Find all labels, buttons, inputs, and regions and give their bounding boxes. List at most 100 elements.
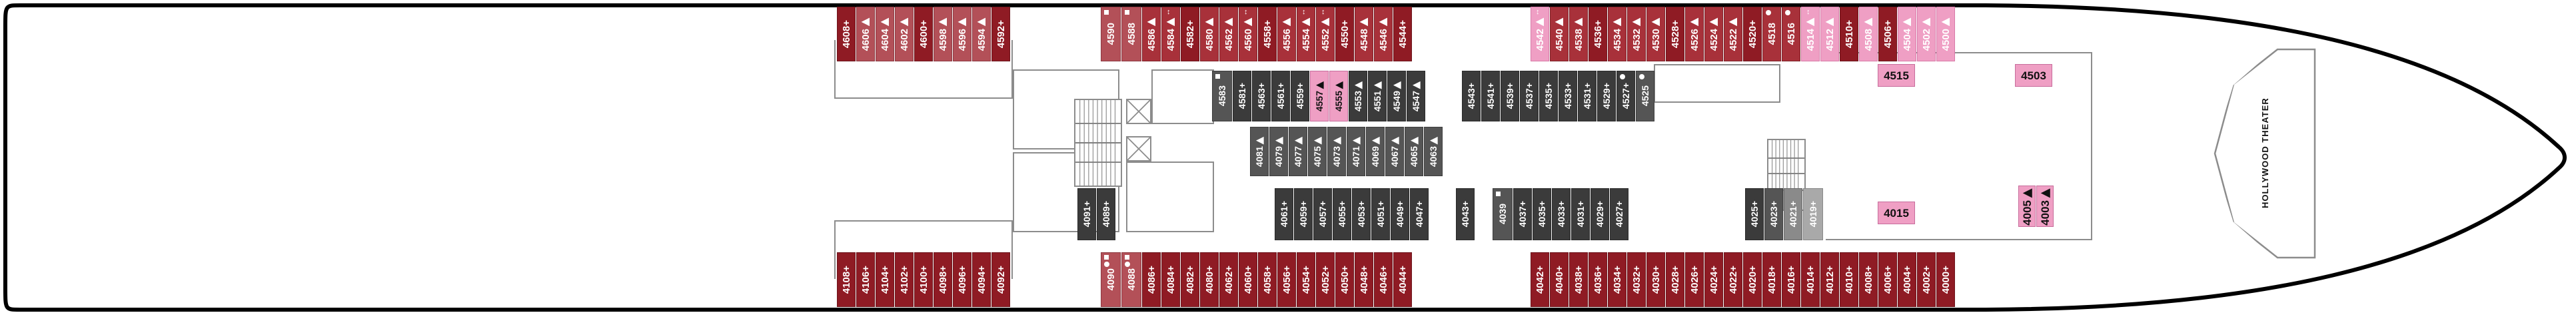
cabin-cell[interactable]: 4061+	[1275, 188, 1293, 240]
cabin-cell[interactable]: 4518	[1762, 7, 1781, 61]
cabin-cell[interactable]: 4005▶	[2018, 186, 2036, 227]
cabin-cell[interactable]: 4522▶	[1724, 7, 1742, 61]
cabin-cell[interactable]: 4550+	[1335, 7, 1354, 61]
cabin-cell[interactable]: 4077▶	[1289, 127, 1307, 176]
hollywood-theater[interactable]	[2212, 47, 2317, 260]
cabin-cell[interactable]: 4090	[1101, 252, 1121, 307]
cabin-cell[interactable]: 4530▶	[1646, 7, 1665, 61]
cabin-cell[interactable]: 4014+	[1801, 252, 1820, 307]
cabin-cell[interactable]: 4057+	[1313, 188, 1332, 240]
cabin-cell[interactable]: 4526▶	[1685, 7, 1704, 61]
cabin-cell[interactable]: 4079▶	[1269, 127, 1288, 176]
cabin-cell[interactable]: 4528+	[1666, 7, 1684, 61]
cabin-cell[interactable]: 4532▶	[1627, 7, 1646, 61]
cabin-cell[interactable]: 4600+	[914, 7, 933, 61]
cabin-cell[interactable]: 4106+	[856, 252, 875, 307]
cabin-cell[interactable]: 4537+	[1520, 71, 1539, 121]
cabin-cell[interactable]: 4003▶	[2036, 186, 2054, 227]
cabin-cell[interactable]: 4092+	[991, 252, 1010, 307]
cabin-cell[interactable]: ↕4560▶	[1239, 7, 1257, 61]
cabin-cell[interactable]: 4020+	[1743, 252, 1762, 307]
cabin-cell[interactable]: 4536+	[1589, 7, 1607, 61]
cabin-cell[interactable]: 4590	[1101, 7, 1121, 61]
cabin-cell[interactable]: 4088	[1121, 252, 1141, 307]
cabin-cell[interactable]: 4016+	[1782, 252, 1800, 307]
cabin-cell[interactable]: 4094+	[972, 252, 991, 307]
cabin-cell[interactable]: 4557▶	[1310, 71, 1329, 121]
cabin-cell[interactable]: 4067▶	[1385, 127, 1404, 176]
cabin-cell[interactable]: 4503	[2015, 64, 2052, 87]
cabin-cell[interactable]: 4052+	[1316, 252, 1335, 307]
cabin-cell[interactable]: 4500▶	[1936, 7, 1955, 61]
cabin-cell[interactable]: 4582+	[1181, 7, 1199, 61]
cabin-cell[interactable]: 4548▶	[1355, 7, 1373, 61]
cabin-cell[interactable]: 4018+	[1762, 252, 1781, 307]
cabin-cell[interactable]: 4096+	[953, 252, 971, 307]
cabin-cell[interactable]: 4608+	[837, 7, 856, 61]
cabin-cell[interactable]: 4043+	[1456, 188, 1475, 240]
cabin-cell[interactable]: 4082+	[1181, 252, 1199, 307]
cabin-cell[interactable]: 4071▶	[1347, 127, 1365, 176]
cabin-cell[interactable]: 4547▶	[1407, 71, 1425, 121]
cabin-cell[interactable]: 4531+	[1578, 71, 1597, 121]
cabin-cell[interactable]: 4594▶	[972, 7, 991, 61]
cabin-cell[interactable]: ↕4554▶	[1297, 7, 1315, 61]
cabin-cell[interactable]: 4100+	[914, 252, 933, 307]
cabin-cell[interactable]: 4063▶	[1424, 127, 1443, 176]
cabin-cell[interactable]: ↕4514▶	[1801, 7, 1820, 61]
cabin-cell[interactable]: 4504▶	[1898, 7, 1916, 61]
cabin-cell[interactable]: 4524▶	[1704, 7, 1723, 61]
cabin-cell[interactable]: 4508▶	[1859, 7, 1878, 61]
cabin-cell[interactable]: 4032+	[1627, 252, 1646, 307]
cabin-cell[interactable]: 4023+	[1764, 188, 1783, 240]
cabin-cell[interactable]: 4050+	[1335, 252, 1354, 307]
cabin-cell[interactable]: 4596▶	[953, 7, 971, 61]
cabin-cell[interactable]: 4598▶	[934, 7, 952, 61]
cabin-cell[interactable]: 4006+	[1878, 252, 1897, 307]
cabin-cell[interactable]: 4025+	[1745, 188, 1764, 240]
cabin-cell[interactable]: 4539+	[1501, 71, 1519, 121]
cabin-cell[interactable]: 4604▶	[876, 7, 894, 61]
cabin-cell[interactable]: 4081▶	[1250, 127, 1269, 176]
cabin-cell[interactable]: 4510+	[1840, 7, 1858, 61]
cabin-cell[interactable]: 4062+	[1219, 252, 1238, 307]
cabin-cell[interactable]: 4102+	[895, 252, 914, 307]
cabin-cell[interactable]: 4563+	[1252, 71, 1271, 121]
cabin-cell[interactable]: 4056+	[1277, 252, 1296, 307]
cabin-cell[interactable]: 4035+	[1533, 188, 1551, 240]
cabin-cell[interactable]: 4606▶	[856, 7, 875, 61]
cabin-cell[interactable]: 4058+	[1258, 252, 1277, 307]
cabin-cell[interactable]: 4080+	[1200, 252, 1219, 307]
cabin-cell[interactable]: 4000+	[1936, 252, 1955, 307]
cabin-cell[interactable]: 4027+	[1610, 188, 1628, 240]
cabin-cell[interactable]: 4515	[1878, 64, 1915, 87]
cabin-cell[interactable]: 4529+	[1597, 71, 1616, 121]
cabin-cell[interactable]: 4516	[1782, 7, 1800, 61]
cabin-cell[interactable]: 4581+	[1233, 71, 1251, 121]
cabin-cell[interactable]: 4047+	[1410, 188, 1429, 240]
cabin-cell[interactable]: 4086+	[1142, 252, 1161, 307]
cabin-cell[interactable]: 4562▶	[1219, 7, 1238, 61]
cabin-cell[interactable]: 4525	[1636, 71, 1654, 121]
cabin-cell[interactable]: 4002+	[1917, 252, 1936, 307]
cabin-cell[interactable]: 4008+	[1859, 252, 1878, 307]
cabin-cell[interactable]: 4054+	[1297, 252, 1315, 307]
cabin-cell[interactable]: 4084+	[1161, 252, 1180, 307]
cabin-cell[interactable]: 4104+	[876, 252, 894, 307]
cabin-cell[interactable]: 4546▶	[1374, 7, 1393, 61]
cabin-cell[interactable]: 4069▶	[1366, 127, 1385, 176]
cabin-cell[interactable]: 4527+	[1616, 71, 1635, 121]
cabin-cell[interactable]: 4073▶	[1327, 127, 1346, 176]
cabin-cell[interactable]: 4034+	[1608, 252, 1626, 307]
cabin-cell[interactable]: 4033+	[1552, 188, 1571, 240]
cabin-cell[interactable]: 4022+	[1724, 252, 1742, 307]
cabin-cell[interactable]: 4098+	[934, 252, 952, 307]
cabin-cell[interactable]: 4551▶	[1368, 71, 1387, 121]
cabin-cell[interactable]: 4065▶	[1405, 127, 1423, 176]
cabin-cell[interactable]: 4055+	[1333, 188, 1351, 240]
cabin-cell[interactable]: 4543+	[1462, 71, 1481, 121]
cabin-cell[interactable]: 4004+	[1898, 252, 1916, 307]
cabin-cell[interactable]: 4021+	[1784, 188, 1802, 240]
cabin-cell[interactable]: 4555▶	[1329, 71, 1348, 121]
cabin-cell[interactable]: 4538▶	[1569, 7, 1588, 61]
